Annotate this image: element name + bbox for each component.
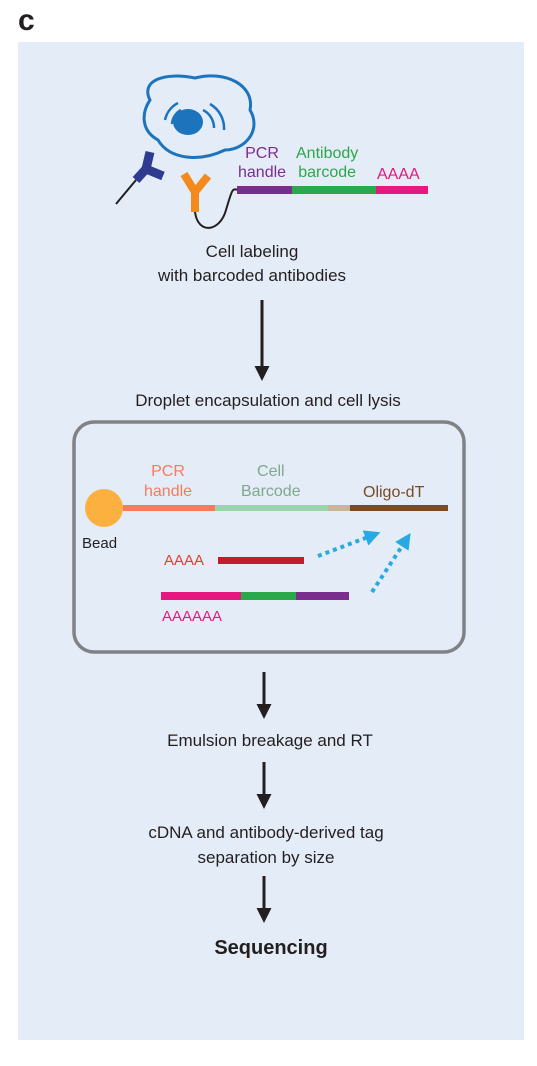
bead-pcr-handle-bar bbox=[123, 505, 215, 511]
bead-label: Bead bbox=[82, 535, 118, 552]
panel-letter: c bbox=[18, 4, 35, 37]
bead-icon bbox=[85, 489, 123, 527]
sequencing-label: Sequencing bbox=[214, 937, 328, 959]
polya-bar bbox=[376, 186, 428, 194]
cell-barcode-bar bbox=[215, 505, 328, 511]
adt-polya-label: AAAAAA bbox=[162, 608, 223, 625]
antibody-navy-icon bbox=[115, 150, 165, 205]
mrna-bar bbox=[218, 557, 304, 564]
droplet-box bbox=[72, 420, 466, 654]
oligo-dt-label: Oligo-dT bbox=[363, 484, 425, 501]
adt-polya-bar bbox=[161, 592, 241, 600]
oligo-dt-bar bbox=[350, 505, 448, 511]
adt-handle-bar bbox=[296, 592, 349, 600]
adt-barcode-bar bbox=[241, 592, 296, 600]
polya-label: AAAA bbox=[377, 166, 420, 183]
emulsion-breakage-label: Emulsion breakage and RT bbox=[167, 731, 373, 750]
antibody-barcode-bar bbox=[292, 186, 376, 194]
mrna-polya-label: AAAA bbox=[164, 552, 205, 569]
cell-icon bbox=[142, 74, 256, 159]
capture-arrow-adt bbox=[370, 532, 411, 594]
capture-arrow-mrna bbox=[317, 530, 381, 558]
droplet-title: Droplet encapsulation and cell lysis bbox=[135, 391, 401, 410]
antibody-orange-icon bbox=[180, 171, 239, 229]
diagram-panel bbox=[18, 42, 524, 1040]
pcr-handle-bar bbox=[237, 186, 292, 194]
umi-bar bbox=[328, 505, 350, 511]
